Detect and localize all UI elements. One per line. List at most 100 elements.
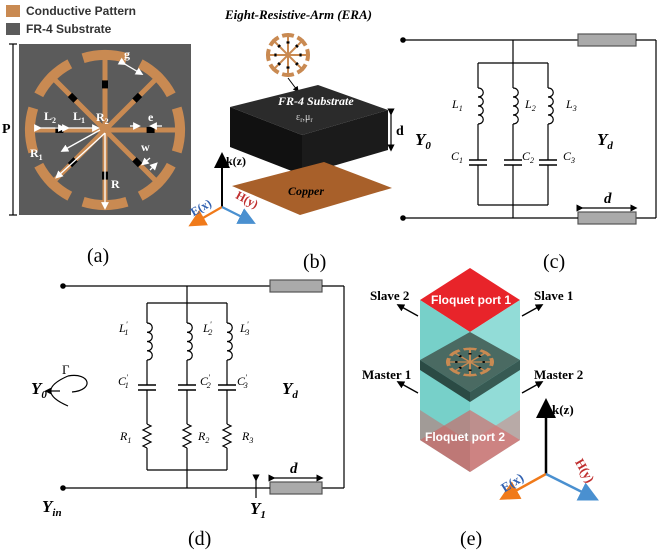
svg-text:C'2: C'2 bbox=[200, 373, 211, 390]
dim-r1-label: R1 bbox=[30, 146, 43, 162]
caption-b: (b) bbox=[303, 251, 326, 273]
panel-c-yd: Yd bbox=[597, 130, 613, 152]
svg-text:L1: L1 bbox=[451, 97, 463, 113]
era-arm bbox=[268, 54, 289, 75]
e-axis-h-label: H(y) bbox=[572, 456, 598, 485]
caption-e: (e) bbox=[460, 528, 482, 550]
inductor-symbol bbox=[226, 322, 233, 361]
svg-text:R3: R3 bbox=[241, 429, 253, 445]
master-1-label: Master 1 bbox=[362, 367, 411, 382]
svg-text:C1: C1 bbox=[451, 149, 463, 165]
panel-d-d: d bbox=[290, 461, 298, 477]
era-arm bbox=[287, 35, 308, 56]
dim-p-label: P bbox=[2, 122, 11, 137]
panel-e: Floquet port 1 Floquet port 2 Slave 2 Sl… bbox=[362, 268, 599, 550]
panel-d-yin: Yin bbox=[42, 497, 62, 519]
dim-g-label: g bbox=[124, 47, 130, 61]
svg-text:C'1: C'1 bbox=[118, 373, 129, 390]
caption-c: (c) bbox=[543, 251, 565, 273]
legend-label-conductive: Conductive Pattern bbox=[26, 4, 136, 18]
caption-a: (a) bbox=[87, 245, 109, 267]
era-arm bbox=[469, 349, 492, 363]
era-pointer bbox=[287, 77, 299, 93]
era-arm bbox=[281, 55, 295, 77]
legend: Conductive Pattern FR-4 Substrate bbox=[6, 4, 136, 36]
svg-text:L'2: L'2 bbox=[202, 320, 212, 337]
axis-e-label: E(x) bbox=[188, 196, 214, 219]
panel-c bbox=[400, 33, 657, 225]
resistor-symbol bbox=[221, 423, 233, 449]
copper-label: Copper bbox=[288, 184, 324, 198]
svg-text:R2: R2 bbox=[197, 429, 209, 445]
era-arm bbox=[462, 347, 478, 362]
panel-d bbox=[50, 279, 345, 498]
resistor-symbol bbox=[141, 423, 153, 449]
floquet-port-2-face bbox=[420, 410, 520, 472]
substrate-label: FR-4 Substrate bbox=[277, 94, 354, 108]
panel-d-y0: Y0 bbox=[31, 379, 47, 401]
thickness-label: d bbox=[396, 124, 404, 139]
svg-text:L3: L3 bbox=[565, 97, 577, 113]
floquet-port-2-label: Floquet port 2 bbox=[425, 430, 505, 444]
caption-d: (d) bbox=[188, 528, 211, 550]
dim-l1-label: L1 bbox=[73, 109, 85, 125]
resistor-symbol bbox=[181, 423, 193, 449]
era-arm bbox=[288, 48, 310, 62]
substrate-params: εr,μr bbox=[296, 112, 313, 124]
svg-text:L2: L2 bbox=[524, 97, 536, 113]
dim-l2-label: L2 bbox=[44, 109, 56, 125]
era-arm bbox=[446, 357, 470, 367]
e-axis-e-arrow bbox=[499, 472, 547, 500]
svg-text:L'3: L'3 bbox=[239, 320, 249, 337]
inductor-symbol bbox=[477, 87, 484, 125]
panel-d-labels: Γ L'1 L'2 L'3 C'1 C'2 C'3 R1 R2 R3 Y0 Yd… bbox=[31, 320, 298, 521]
panel-d-y1: Y1 bbox=[250, 499, 266, 521]
dim-r-label: R bbox=[111, 177, 120, 191]
dim-e-label: e bbox=[148, 110, 154, 124]
floquet-port-1-label: Floquet port 1 bbox=[431, 293, 511, 307]
panel-b: Eight-Resistive-Arm (ERA) FR-4 Substrate… bbox=[188, 7, 404, 273]
panel-c-y0: Y0 bbox=[415, 130, 431, 152]
panel-c-d: d bbox=[604, 191, 612, 207]
era-arm bbox=[462, 362, 478, 377]
era-arm bbox=[266, 48, 288, 62]
svg-text:C'3: C'3 bbox=[237, 373, 248, 390]
era-arm bbox=[103, 128, 176, 201]
legend-swatch-conductive bbox=[6, 5, 20, 17]
era-arm bbox=[105, 106, 185, 154]
substrate-left bbox=[230, 107, 302, 175]
e-axis-k-label: k(z) bbox=[552, 402, 574, 417]
master-2-label: Master 2 bbox=[534, 367, 583, 382]
substrate-top bbox=[230, 85, 388, 135]
era-arm bbox=[34, 59, 107, 132]
inductor-symbol bbox=[512, 87, 519, 125]
inductor-symbol bbox=[547, 87, 554, 125]
era-label: Eight-Resistive-Arm (ERA) bbox=[224, 7, 372, 22]
slave-1-label: Slave 1 bbox=[534, 288, 573, 303]
era-arm bbox=[281, 33, 295, 55]
panel-c-labels: L1 L2 L3 C1 C2 C3 Y0 Yd d bbox=[415, 97, 613, 207]
era-arm bbox=[448, 349, 471, 363]
era-arm bbox=[287, 54, 308, 75]
inductor-symbol bbox=[146, 322, 153, 361]
era-arm bbox=[469, 361, 492, 375]
era-arm bbox=[81, 50, 129, 130]
copper-plate bbox=[232, 162, 392, 215]
era-arm bbox=[448, 361, 471, 375]
slave-2-label: Slave 2 bbox=[370, 288, 409, 303]
dim-r2-label: R2 bbox=[96, 110, 109, 126]
era-mini-pattern bbox=[266, 33, 310, 77]
legend-swatch-substrate bbox=[6, 23, 20, 35]
dim-w-label: w bbox=[141, 140, 150, 154]
legend-label-substrate: FR-4 Substrate bbox=[26, 22, 112, 36]
inductor-symbol bbox=[186, 322, 193, 361]
axis-k-label: k(z) bbox=[226, 154, 246, 168]
axis-e-arrow bbox=[188, 206, 223, 227]
panel-d-yd: Yd bbox=[282, 379, 298, 401]
era-arm bbox=[268, 35, 289, 56]
svg-text:R1: R1 bbox=[119, 429, 131, 445]
substrate-right bbox=[302, 110, 388, 175]
svg-text:C2: C2 bbox=[522, 149, 534, 165]
